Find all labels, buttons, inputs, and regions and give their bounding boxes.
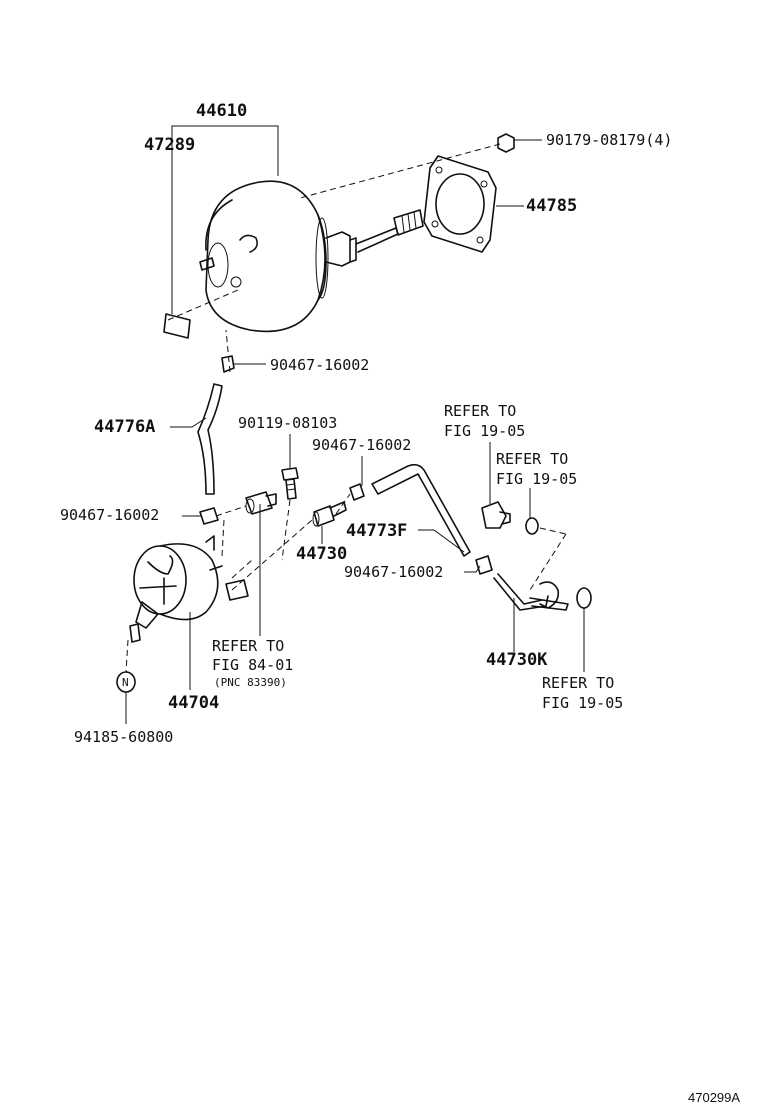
ref3-line1: REFER TO [212, 637, 284, 655]
label-90467-d: 90467-16002 [344, 563, 443, 581]
alignment-lines [125, 143, 567, 673]
hose-clamp-right[interactable] [475, 555, 493, 575]
label-90179: 90179-08179(4) [546, 131, 672, 149]
ref3-line2: FIG 84-01 [212, 656, 293, 674]
ref3-line3: (PNC 83390) [214, 676, 287, 689]
bolt-90119[interactable] [281, 467, 299, 500]
union-fitting[interactable] [481, 501, 511, 529]
label-44730: 44730 [296, 544, 347, 564]
label-44773f: 44773F [346, 521, 407, 541]
label-90467-a: 90467-16002 [270, 356, 369, 374]
washer-upper[interactable] [525, 517, 539, 535]
label-90467-b: 90467-16002 [312, 436, 411, 454]
label-plate[interactable] [163, 313, 191, 339]
leader-lines [125, 125, 585, 724]
part-labels: 44610 47289 90179-08179(4) 44785 90467-1… [60, 101, 672, 746]
label-94185: 94185-60800 [74, 728, 173, 746]
label-44785: 44785 [526, 196, 577, 216]
ref2-line2: FIG 19-05 [496, 470, 577, 488]
reference-notes: REFER TO FIG 19-05 REFER TO FIG 19-05 RE… [212, 402, 623, 712]
gasket[interactable] [423, 155, 497, 253]
label-47289: 47289 [144, 135, 195, 155]
ref2-line1: REFER TO [496, 450, 568, 468]
ref1-line1: REFER TO [444, 402, 516, 420]
vacuum-tank[interactable] [129, 535, 249, 643]
vacuum-hose-44773f[interactable] [371, 463, 471, 557]
label-44610: 44610 [196, 101, 247, 121]
marker-n-text: N [122, 676, 129, 689]
washer-lower[interactable] [576, 587, 592, 609]
figure-id: 470299A [688, 1090, 740, 1105]
hose-clamp-upper[interactable] [221, 355, 235, 373]
check-valve[interactable] [245, 491, 277, 515]
ref1-line2: FIG 19-05 [444, 422, 525, 440]
vacuum-hose-44776a[interactable] [197, 383, 223, 495]
vacuum-pipe-44730k[interactable] [493, 573, 569, 611]
check-valve-44730[interactable] [312, 501, 347, 527]
brake-booster[interactable] [199, 180, 424, 333]
label-44704: 44704 [168, 693, 219, 713]
label-44776a: 44776A [94, 417, 155, 437]
label-90119: 90119-08103 [238, 414, 337, 432]
label-90467-c: 90467-16002 [60, 506, 159, 524]
ref4-line2: FIG 19-05 [542, 694, 623, 712]
hose-clamp-left[interactable] [199, 507, 219, 525]
label-44730k: 44730K [486, 650, 548, 670]
nut[interactable] [497, 133, 515, 153]
ref4-line1: REFER TO [542, 674, 614, 692]
hose-clamp-mid[interactable] [349, 483, 365, 501]
